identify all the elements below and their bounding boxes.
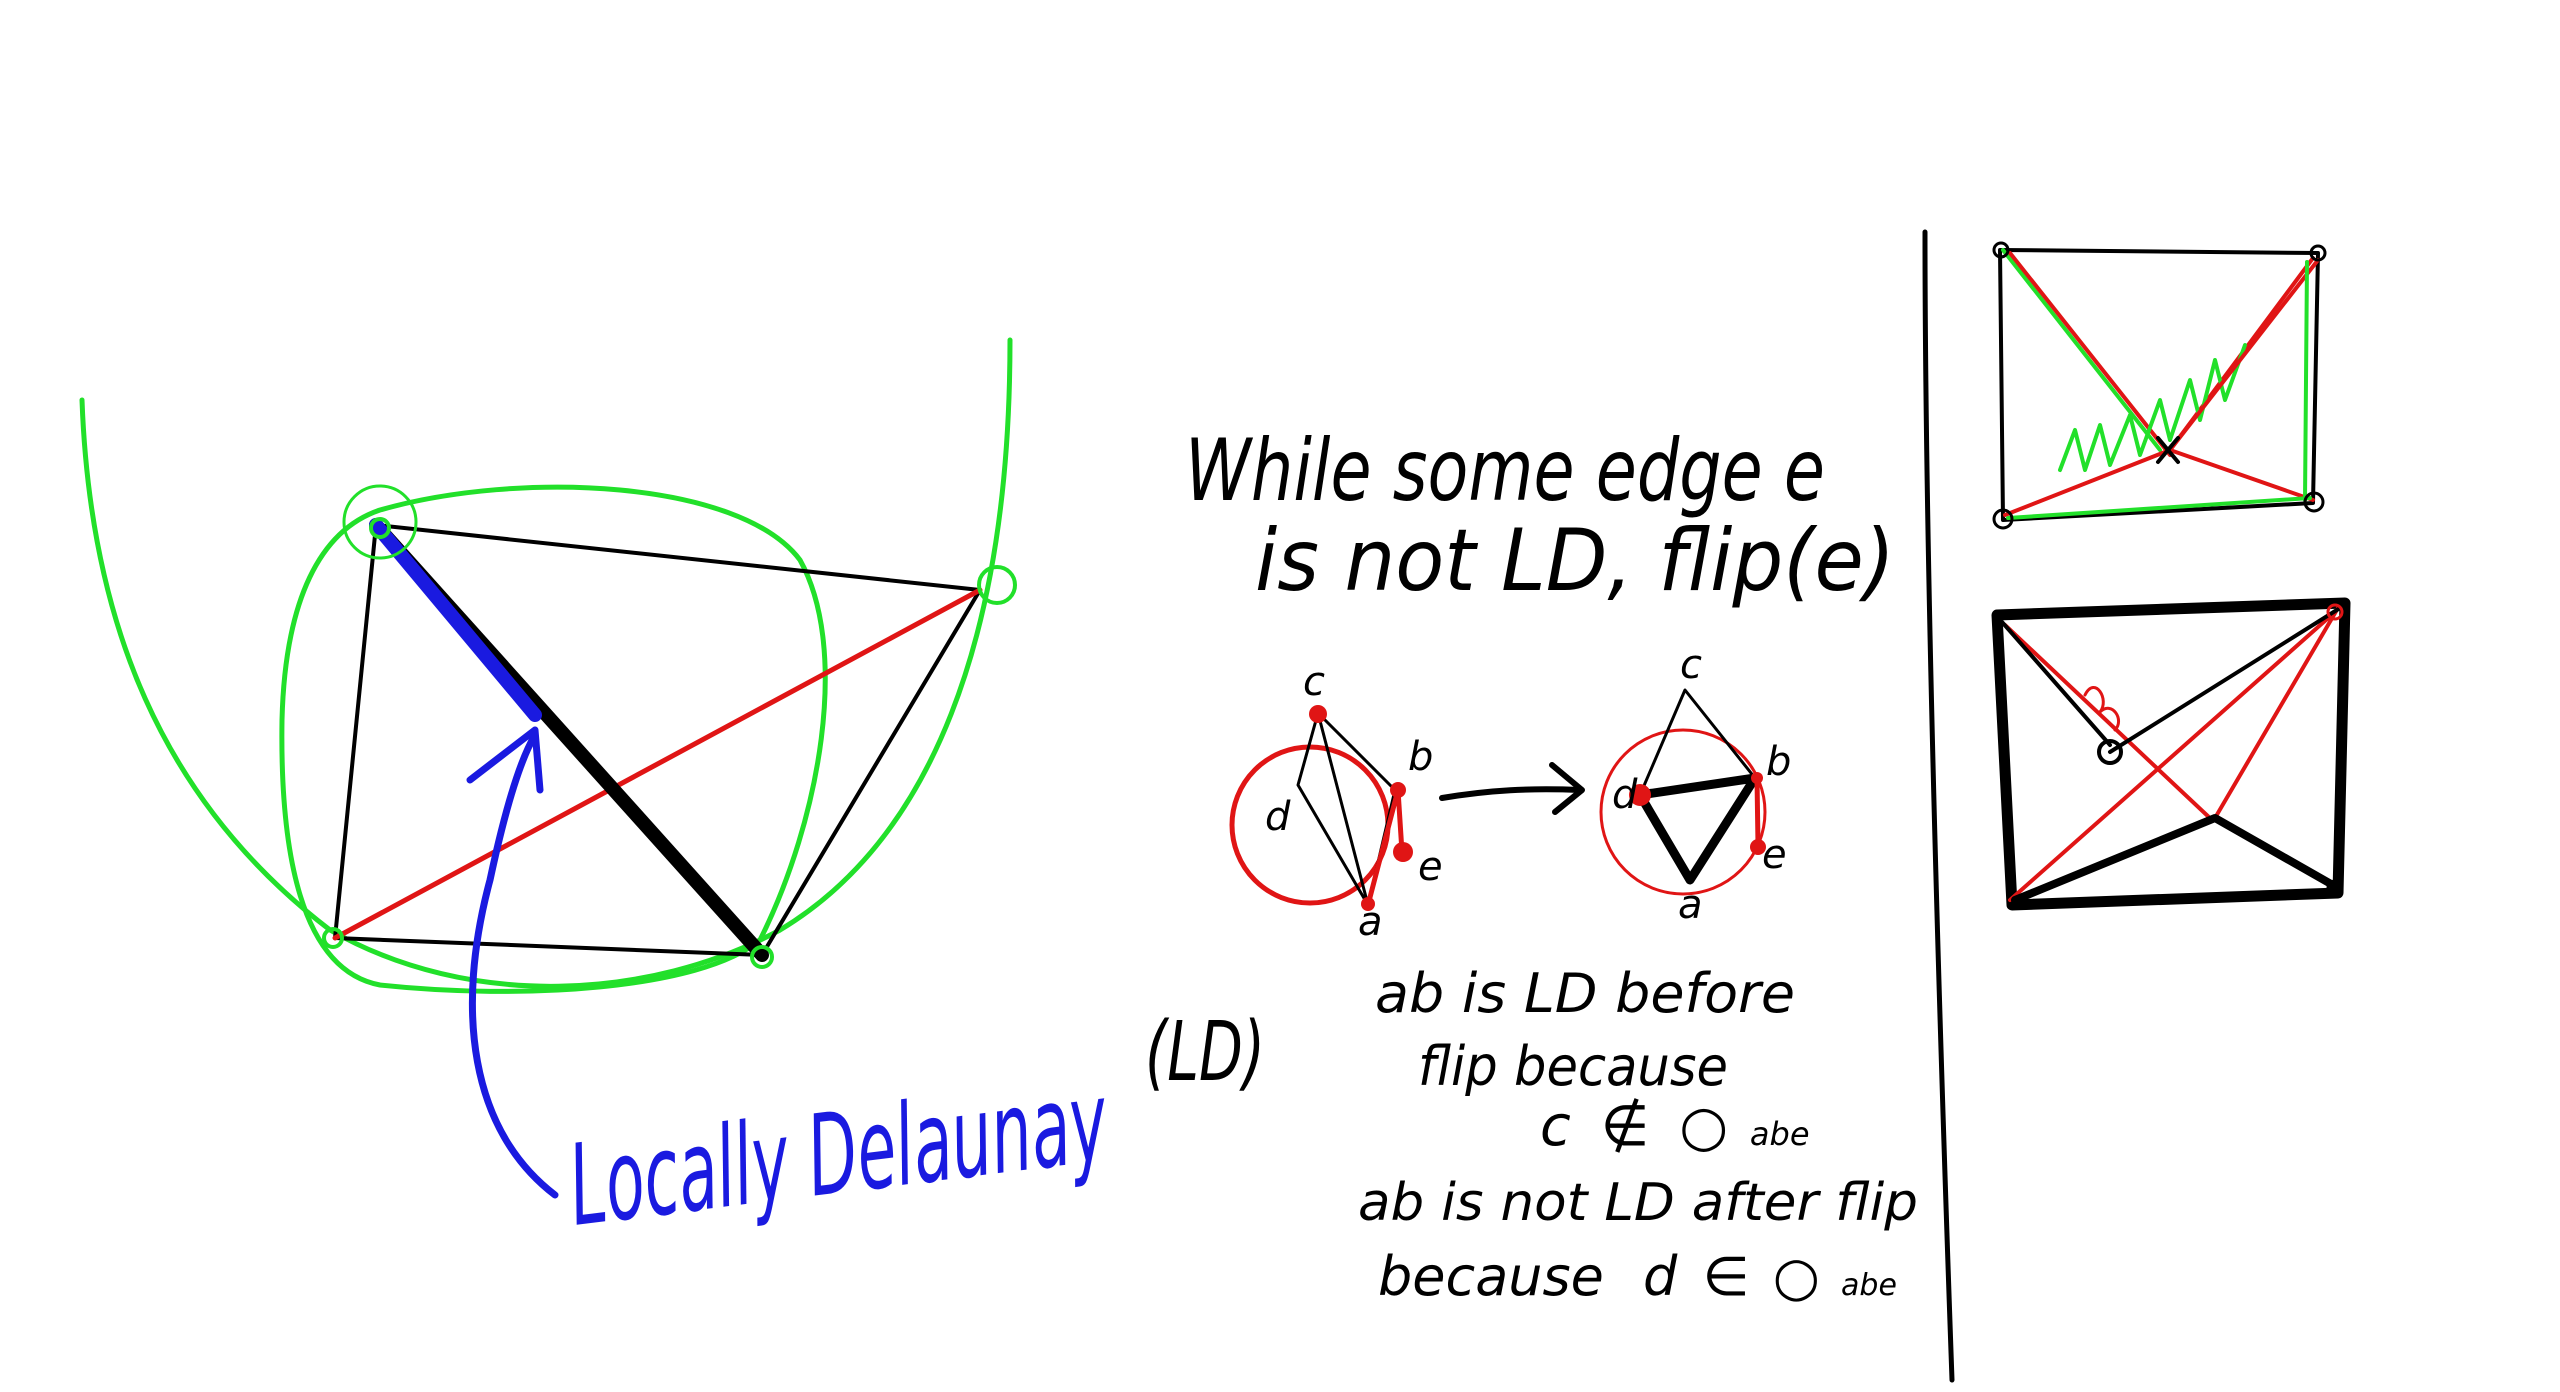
ld-abbrev-label: (LD) <box>1145 1005 1265 1100</box>
label-d-before: d <box>1265 794 1291 840</box>
note-line-1: ab is LD before <box>1375 962 1795 1025</box>
vertex-marker-bottom-left <box>322 927 344 949</box>
red-flipped-diagonal <box>332 587 983 941</box>
green-lifting-curve <box>79 337 1013 989</box>
label-a-after: a <box>1678 882 1703 928</box>
flip-after-diagram: c d b e a <box>1599 642 1791 928</box>
red-edge-be-after <box>1754 775 1761 848</box>
label-c-after: c <box>1680 642 1702 688</box>
vertex-marker-top-left <box>342 484 418 560</box>
bottom-right-square-diagram <box>1991 597 2351 911</box>
note-line-5: because d ∈ ○ abe <box>1378 1245 1897 1308</box>
explanation-note: ab is LD before flip because c ∉ ○ abe a… <box>1358 962 1918 1308</box>
top-corner-marker-tr <box>2309 244 2327 262</box>
vertex-a-before <box>1361 897 1375 911</box>
note-line-3-circle: ○ <box>1679 1094 1728 1159</box>
vertex-marker-bottom-right <box>750 945 774 969</box>
vertex-e-after <box>1750 839 1766 855</box>
red-circumcircle-after <box>1599 728 1767 896</box>
vertex-marker-top-left-dot <box>369 517 391 539</box>
label-c-before: c <box>1303 659 1325 705</box>
top-green-right-edge <box>2303 260 2309 502</box>
vertex-c-before <box>1309 705 1327 723</box>
label-e-after: e <box>1762 832 1787 878</box>
top-right-square-diagram <box>1992 241 2327 530</box>
red-edge-ab-before <box>1365 787 1401 908</box>
locally-delaunay-label: Locally Delaunay <box>562 1057 1115 1252</box>
bottom-black-edges <box>2000 606 2342 754</box>
blue-pointer-arrow <box>468 731 559 1199</box>
red-edge-be-before <box>1395 787 1405 855</box>
note-line-3-subscript: abe <box>1750 1115 1810 1153</box>
bottom-red-scribble <box>2083 686 2121 732</box>
black-edges-before <box>1296 711 1397 907</box>
vertex-d-after <box>1629 784 1651 806</box>
left-delaunay-diagram: Locally Delaunay (LD) <box>79 337 1265 1252</box>
bottom-corner-marker-br <box>2326 879 2344 897</box>
blue-ld-edge <box>369 518 542 722</box>
label-b-after: b <box>1766 739 1791 785</box>
note-line-5-symbol: ∈ <box>1703 1245 1750 1308</box>
note-line-2: flip because <box>1418 1035 1728 1098</box>
note-line-3-var: c <box>1540 1094 1571 1159</box>
label-e-before: e <box>1418 844 1443 890</box>
black-thin-edges-after <box>1638 688 1757 797</box>
green-circumcircle <box>279 484 828 994</box>
black-thick-triangle-after <box>1635 773 1760 885</box>
top-green-diagonal <box>2001 248 2162 452</box>
top-green-bottom-edge <box>2006 496 2312 520</box>
algorithm-line-1: While some edge e <box>1185 421 1825 521</box>
algorithm-line-2: is not LD, flip(e) <box>1255 511 1895 611</box>
top-corner-marker-bl <box>1992 508 2014 530</box>
vertex-marker-right <box>977 565 1017 605</box>
note-line-5-subscript: abe <box>1841 1268 1897 1303</box>
vertex-e-before <box>1393 842 1413 862</box>
label-a-before: a <box>1358 899 1383 945</box>
note-line-5-word: because <box>1378 1245 1604 1308</box>
top-green-zigzag <box>2058 343 2247 472</box>
blue-arrowhead <box>466 726 544 794</box>
label-d-after: d <box>1612 772 1638 818</box>
vertex-b-after <box>1751 772 1763 784</box>
right-arrow-icon <box>1439 762 1585 815</box>
bottom-center-marker <box>2097 739 2123 765</box>
top-square-outline <box>1998 248 2320 522</box>
algorithm-text: While some edge e is not LD, flip(e) <box>1185 421 1895 611</box>
red-circumcircle-before <box>1229 744 1391 906</box>
note-line-4: ab is not LD after flip <box>1358 1173 1918 1233</box>
top-center-marker <box>2156 436 2180 464</box>
flip-before-diagram: c d b e a <box>1229 659 1443 945</box>
label-b-before: b <box>1408 734 1433 780</box>
bottom-thick-fan <box>2011 814 2342 904</box>
top-corner-marker-br <box>2303 491 2325 513</box>
note-line-3: c ∉ ○ abe <box>1540 1094 1810 1159</box>
note-line-5-circle: ○ <box>1773 1245 1820 1308</box>
top-red-diagonal-1 <box>2008 251 2172 457</box>
vertex-b-before <box>1390 782 1406 798</box>
top-corner-marker-tl <box>1992 241 2010 259</box>
note-line-5-var: d <box>1643 1245 1678 1308</box>
top-red-fan <box>2003 258 2320 517</box>
bottom-corner-marker-tr <box>2326 603 2344 621</box>
note-line-3-symbol: ∉ <box>1601 1094 1650 1159</box>
vertical-divider <box>1922 229 1955 1383</box>
